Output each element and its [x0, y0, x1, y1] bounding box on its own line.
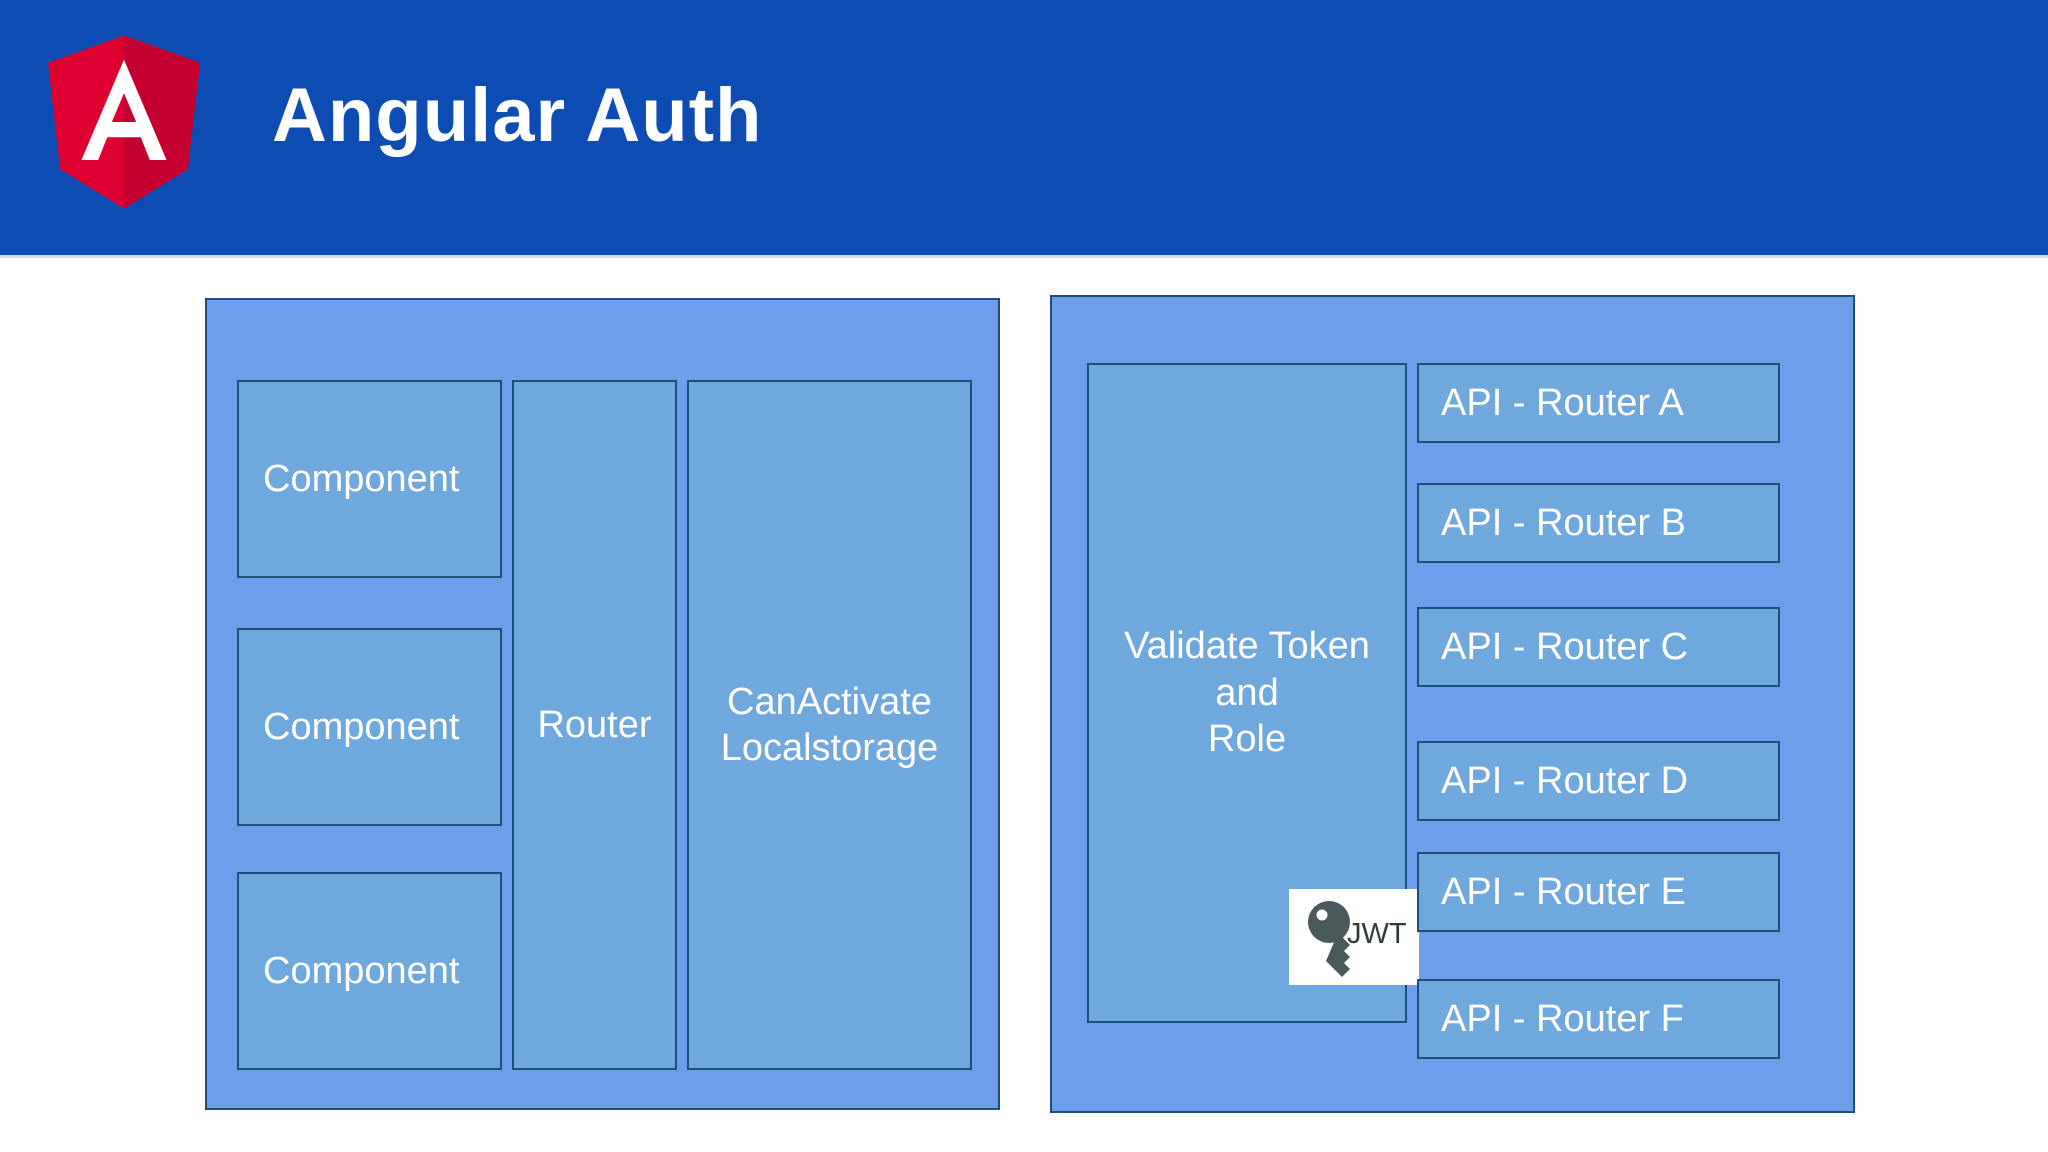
- angular-shield-logo: [48, 34, 200, 210]
- header-banner: Angular Auth: [0, 0, 2048, 258]
- jwt-key-icon: JWT: [1308, 901, 1407, 977]
- client-panel: Component Component Component Router Can…: [205, 298, 1000, 1110]
- component-box-1[interactable]: Component: [237, 380, 502, 578]
- api-panel: Validate Token and Role JWT API - Router…: [1050, 295, 1855, 1113]
- api-router-e-box[interactable]: API - Router E: [1417, 852, 1780, 932]
- api-router-b-box[interactable]: API - Router B: [1417, 483, 1780, 563]
- api-router-f-box[interactable]: API - Router F: [1417, 979, 1780, 1059]
- svg-text:JWT: JWT: [1347, 918, 1407, 950]
- api-router-a-box[interactable]: API - Router A: [1417, 363, 1780, 443]
- validate-token-and-role-box[interactable]: Validate Token and Role: [1087, 363, 1407, 1023]
- api-router-d-box[interactable]: API - Router D: [1417, 741, 1780, 821]
- router-box[interactable]: Router: [512, 380, 677, 1070]
- jwt-badge: JWT: [1289, 889, 1419, 985]
- component-box-2[interactable]: Component: [237, 628, 502, 826]
- canactivate-localstorage-box[interactable]: CanActivate Localstorage: [687, 380, 972, 1070]
- api-router-c-box[interactable]: API - Router C: [1417, 607, 1780, 687]
- component-box-3[interactable]: Component: [237, 872, 502, 1070]
- page-title: Angular Auth: [272, 73, 763, 158]
